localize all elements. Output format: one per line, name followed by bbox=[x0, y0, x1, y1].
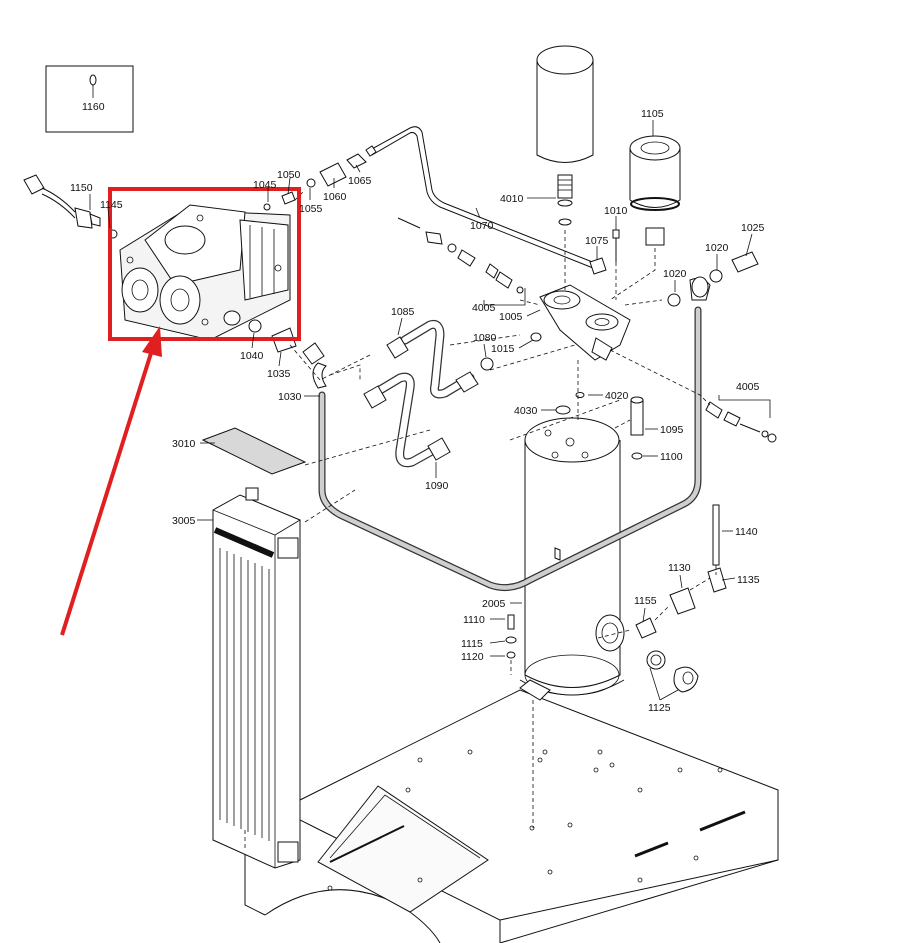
callout-1065: 1065 bbox=[348, 175, 372, 187]
callout-1035: 1035 bbox=[267, 368, 291, 380]
callout-1015: 1015 bbox=[491, 343, 515, 355]
receiver-tank bbox=[519, 417, 625, 701]
highlight-box bbox=[108, 187, 301, 341]
callout-1160: 1160 bbox=[82, 101, 105, 113]
tube-1085 bbox=[386, 320, 479, 399]
highlight-arrow bbox=[60, 326, 162, 636]
callout-1010: 1010 bbox=[604, 205, 628, 217]
callout-1025: 1025 bbox=[741, 222, 765, 234]
callout-1090: 1090 bbox=[425, 480, 449, 492]
callout-1110: 1110 bbox=[463, 614, 485, 626]
callout-1100: 1100 bbox=[660, 451, 683, 463]
callout-1155: 1155 bbox=[634, 595, 657, 607]
callout-4010: 4010 bbox=[500, 193, 524, 205]
leader-lines bbox=[89, 85, 771, 701]
callout-1040: 1040 bbox=[240, 350, 264, 362]
callout-1020-left: 1020 bbox=[663, 268, 687, 280]
callout-1020-right: 1020 bbox=[705, 242, 729, 254]
foam-pad bbox=[201, 427, 307, 475]
separator-element bbox=[536, 45, 594, 226]
callout-1050: 1050 bbox=[277, 169, 301, 181]
callout-1140: 1140 bbox=[735, 526, 758, 538]
small-parts bbox=[23, 65, 777, 693]
callout-1005: 1005 bbox=[499, 311, 523, 323]
callout-1070: 1070 bbox=[470, 220, 494, 232]
callout-3010: 3010 bbox=[172, 438, 196, 450]
callout-3005: 3005 bbox=[172, 515, 196, 527]
callout-1150: 1150 bbox=[70, 182, 93, 194]
large-hose-1030 bbox=[302, 276, 711, 592]
manifold-block bbox=[539, 284, 631, 361]
callout-1130: 1130 bbox=[668, 562, 691, 574]
callout-1085: 1085 bbox=[391, 306, 415, 318]
callout-labels: 1160 1150 1145 1045 1050 1055 1060 1065 … bbox=[70, 101, 765, 714]
oil-filter bbox=[629, 135, 681, 246]
callout-1045: 1045 bbox=[253, 179, 277, 191]
air-end-assembly bbox=[119, 204, 291, 341]
callout-1115: 1115 bbox=[461, 638, 483, 650]
callout-1030: 1030 bbox=[278, 391, 302, 403]
callout-1135: 1135 bbox=[737, 574, 760, 586]
callout-1105: 1105 bbox=[641, 108, 664, 120]
oil-air-cooler bbox=[212, 487, 301, 869]
callout-4005-right: 4005 bbox=[736, 381, 760, 393]
callout-1060: 1060 bbox=[323, 191, 347, 203]
callout-1145: 1145 bbox=[100, 199, 123, 211]
callout-4005-left: 4005 bbox=[472, 302, 496, 314]
base-frame bbox=[244, 689, 779, 943]
tube-1090 bbox=[363, 372, 451, 468]
callout-4030: 4030 bbox=[514, 405, 538, 417]
callout-4020: 4020 bbox=[605, 390, 629, 402]
callout-1120: 1120 bbox=[461, 651, 484, 663]
callout-1125: 1125 bbox=[648, 702, 671, 714]
tube-1070 bbox=[369, 126, 601, 266]
callout-1095: 1095 bbox=[660, 424, 684, 436]
callout-1080: 1080 bbox=[473, 332, 497, 344]
callout-2005: 2005 bbox=[482, 598, 506, 610]
callout-1055: 1055 bbox=[299, 203, 323, 215]
callout-1075: 1075 bbox=[585, 235, 609, 247]
